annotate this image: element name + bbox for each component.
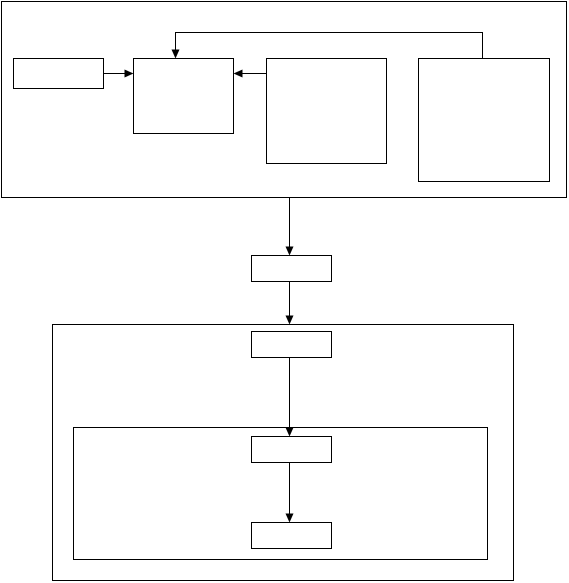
connector-box — [251, 255, 332, 282]
edge-right-to-center — [175, 32, 483, 59]
bottom-top-box — [251, 331, 332, 358]
arrowhead-inner-top-to-inner-bottom — [285, 513, 294, 523]
arrowhead-bottom-top-to-inner-top — [285, 427, 294, 437]
arrowhead-right-to-center — [171, 49, 180, 59]
arrowhead-tall-to-center — [233, 69, 243, 78]
arrowhead-top-frame-to-connector — [285, 246, 294, 256]
center-box — [133, 58, 234, 134]
arrowhead-connector-to-bottom-frame — [285, 315, 294, 325]
right-box — [418, 58, 550, 182]
input-box — [13, 58, 104, 89]
arrowhead-input-to-center — [124, 69, 134, 78]
tall-box — [266, 58, 387, 164]
inner-bottom-box — [251, 522, 332, 549]
inner-top-box — [251, 436, 332, 463]
